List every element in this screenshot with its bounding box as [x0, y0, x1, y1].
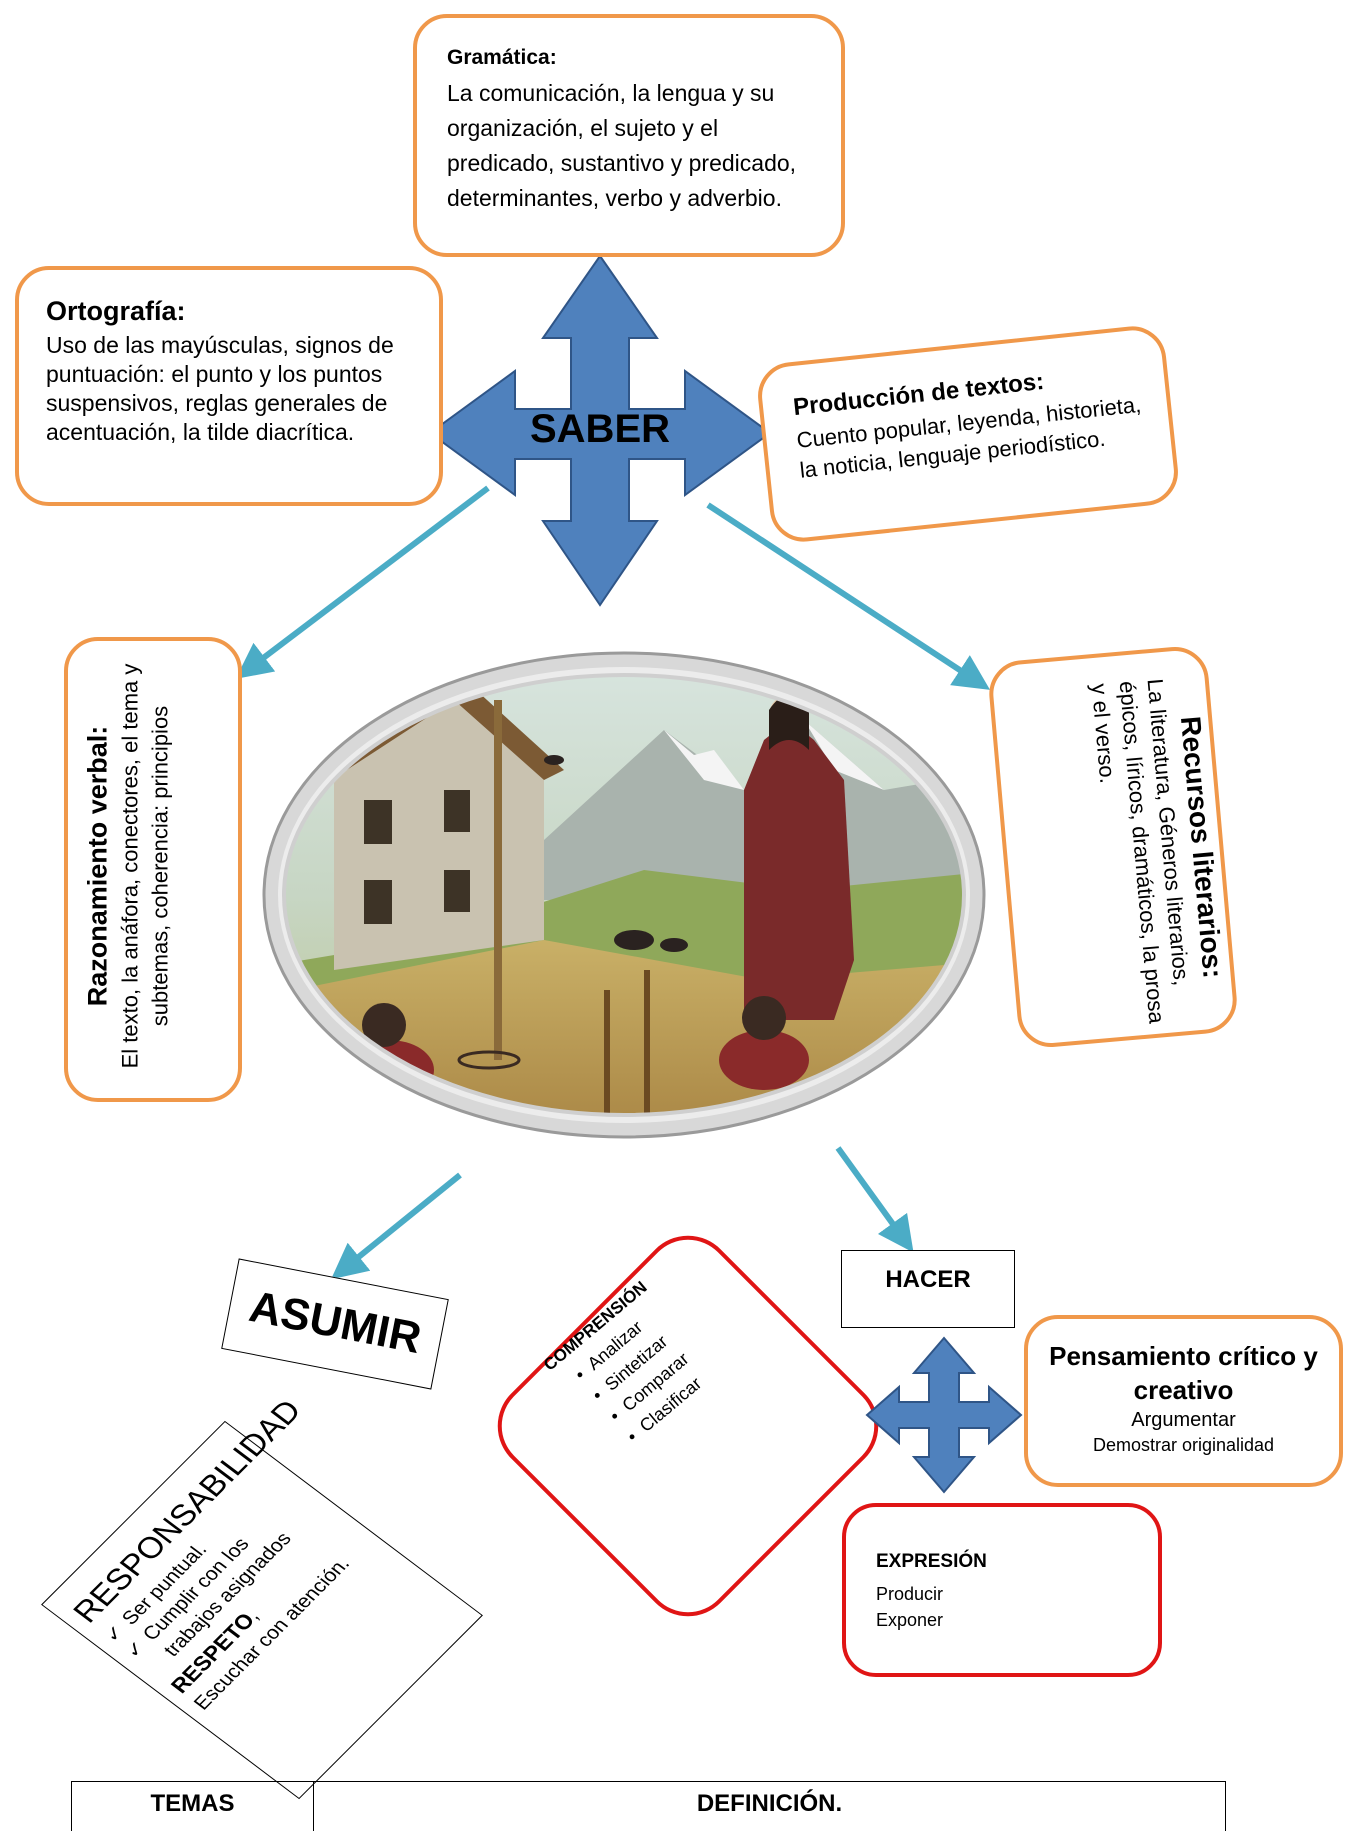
ortografia-body: Uso de las mayúsculas, signos de puntuac… [46, 332, 394, 445]
razonamiento-title: Razonamiento verbal: [82, 725, 113, 1007]
bullet-icon: • [605, 1406, 624, 1426]
table-header-definicion-label: DEFINICIÓN. [696, 1790, 843, 1817]
razonamiento-body: El texto, la anáfora, conectores, el tem… [117, 663, 173, 1069]
ortografia-box: Ortografía: Uso de las mayúsculas, signo… [15, 266, 443, 506]
gramatica-title: Gramática: [447, 46, 557, 69]
pensamiento-title: Pensamiento crítico y creativo [1049, 1341, 1318, 1405]
central-oval-picture [262, 651, 986, 1139]
arrow-to-razonamiento [235, 485, 490, 679]
saber-label: SABER [529, 407, 671, 451]
pensamiento-line1: Argumentar [1131, 1409, 1236, 1431]
hacer-box: HACER [841, 1250, 1015, 1328]
arrow-to-recursos [706, 502, 991, 690]
pensamiento-line2: Demostrar originalidad [1092, 1435, 1275, 1455]
temas-table: TEMAS DEFINICIÓN. [71, 1781, 1226, 1831]
recursos-box: Recursos literarios: La literatura, Géne… [986, 644, 1240, 1050]
pensamiento-box: Pensamiento crítico y creativo Argumenta… [1024, 1315, 1343, 1487]
bullet-icon: • [623, 1427, 641, 1447]
bullet-icon: • [588, 1385, 607, 1406]
expresion-box: EXPRESIÓN Producir Exponer [842, 1503, 1162, 1677]
table-header-definicion: DEFINICIÓN. [314, 1782, 1225, 1831]
razonamiento-box: Razonamiento verbal: El texto, la anáfor… [64, 637, 242, 1102]
expresion-title: EXPRESIÓN [876, 1551, 987, 1572]
arrow-to-asumir [331, 1172, 462, 1280]
table-header-temas-label: TEMAS [150, 1790, 235, 1817]
arrow-to-hacer [835, 1146, 914, 1253]
saber-four-way-arrow [428, 254, 772, 607]
gramatica-box: Gramática: La comunicación, la lengua y … [413, 14, 845, 257]
table-header-temas: TEMAS [72, 1782, 314, 1831]
expresion-line2: Exponer [876, 1610, 944, 1630]
hacer-label: HACER [885, 1266, 971, 1293]
expresion-line1: Producir [876, 1584, 944, 1604]
hacer-four-way-arrow [865, 1336, 1023, 1494]
gramatica-body: La comunicación, la lengua y su organiza… [447, 80, 797, 211]
bullet-icon: • [571, 1365, 589, 1385]
ortografia-title: Ortografía: [46, 296, 186, 326]
